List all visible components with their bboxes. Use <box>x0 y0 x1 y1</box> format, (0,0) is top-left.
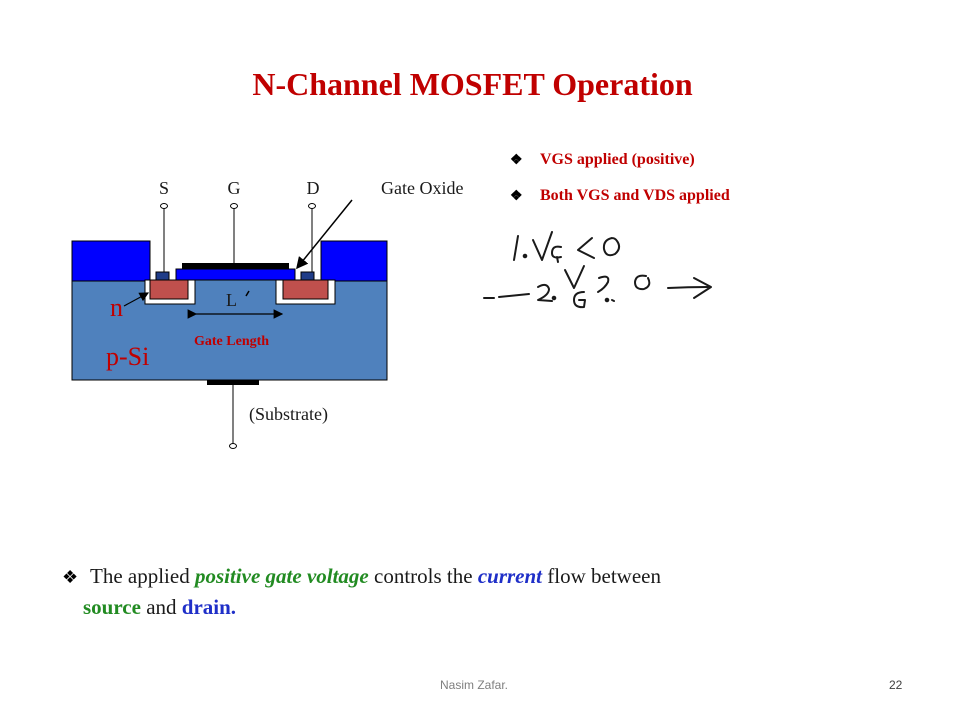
explanation-note: ❖The applied positive gate voltage contr… <box>62 564 661 619</box>
source-terminal <box>160 203 168 209</box>
slide-title: N-Channel MOSFET Operation <box>252 66 693 102</box>
left-field-block <box>71 240 151 282</box>
bullet-item: ❖VGS applied (positive) <box>510 148 730 184</box>
drain-contact <box>300 271 315 281</box>
handwritten-note-2 <box>483 265 712 309</box>
page-number: 22 <box>889 678 903 692</box>
channel-length-tick <box>245 290 250 297</box>
gate-length-label: Gate Length <box>194 334 269 349</box>
emphasis-current: current <box>477 564 543 588</box>
source-contact <box>155 271 170 281</box>
drain-term: drain. <box>181 595 237 619</box>
gate-label: G <box>228 178 241 198</box>
substrate-label: (Substrate) <box>249 404 328 425</box>
footer-author: Nasim Zafar. <box>440 678 509 692</box>
substrate-terminal <box>229 443 237 449</box>
source-label: S <box>159 178 169 198</box>
diamond-bullet-icon: ❖ <box>510 189 523 204</box>
p-si-label: p-Si <box>106 342 149 371</box>
handwritten-note-1 <box>513 231 621 263</box>
gate-oxide-pointer-arrow <box>296 199 353 270</box>
substrate-contact <box>207 380 259 385</box>
emphasis-positive-gate-voltage: positive gate voltage <box>194 564 369 588</box>
right-field-block <box>320 240 388 282</box>
n-region-label: n <box>110 293 123 322</box>
bullet-item: ❖Both VGS and VDS applied <box>510 184 730 220</box>
channel-length-label: L <box>226 290 237 310</box>
drain-terminal <box>308 203 316 209</box>
operation-bullets: ❖VGS applied (positive) ❖Both VGS and VD… <box>510 148 730 220</box>
diamond-bullet-icon: ❖ <box>62 567 79 587</box>
drain-label: D <box>307 178 320 198</box>
gate-electrode <box>182 263 289 269</box>
gate-oxide-label: Gate Oxide <box>381 178 463 198</box>
diamond-bullet-icon: ❖ <box>510 153 523 168</box>
n-region-pointer-arrow <box>123 292 150 307</box>
gate-terminal <box>230 203 238 209</box>
source-term: source <box>83 595 141 619</box>
